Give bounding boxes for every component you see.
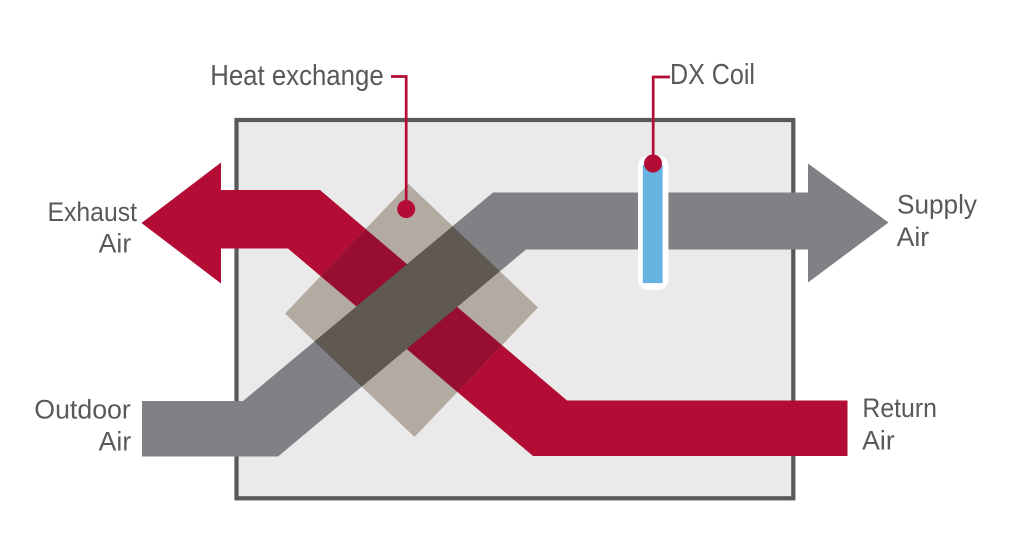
- svg-text:Heat exchange: Heat exchange: [210, 60, 384, 92]
- svg-text:Exhaust: Exhaust: [48, 197, 138, 227]
- svg-text:Air: Air: [99, 229, 132, 259]
- svg-text:Air: Air: [862, 426, 895, 456]
- svg-text:Supply: Supply: [897, 189, 978, 219]
- svg-text:DX Coil: DX Coil: [670, 59, 755, 91]
- svg-text:Air: Air: [897, 222, 930, 252]
- svg-text:Air: Air: [99, 427, 132, 457]
- svg-text:Return: Return: [862, 393, 937, 423]
- svg-text:Outdoor: Outdoor: [34, 395, 131, 425]
